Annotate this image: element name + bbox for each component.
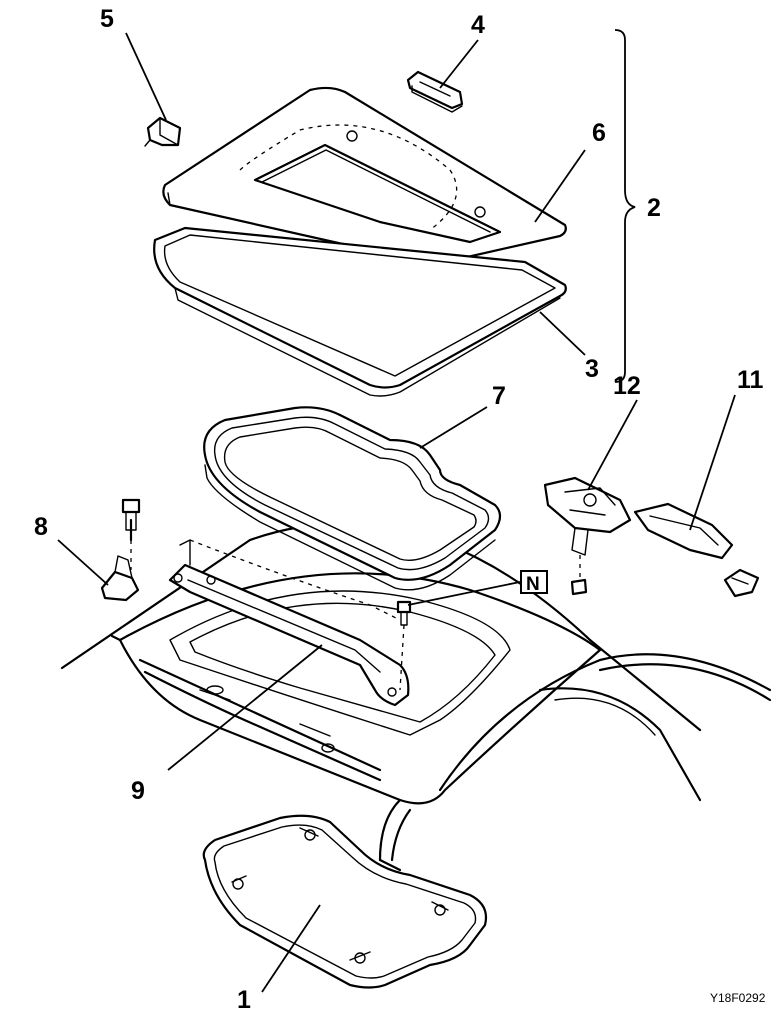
callout-8: 8: [34, 513, 48, 541]
bracket-part-8: [100, 498, 141, 602]
marker-n: N: [520, 570, 548, 595]
glass-panel: [162, 86, 567, 281]
callout-6: 6: [592, 119, 606, 147]
callout-9: 9: [131, 777, 145, 805]
callout-7: 7: [492, 382, 506, 410]
cover-part-11: [633, 502, 760, 598]
roof-body: [60, 522, 772, 872]
callout-2: 2: [647, 194, 661, 222]
guide-rail: [168, 539, 410, 707]
callout-11: 11: [737, 366, 764, 394]
group-brace: [614, 29, 636, 383]
callout-4: 4: [471, 11, 485, 39]
clip-part-4: [406, 70, 464, 113]
glass-frame-seal: [153, 226, 567, 397]
callout-5: 5: [100, 5, 114, 33]
sunshade-panel: [202, 814, 488, 989]
motor-unit-part-12: [543, 476, 632, 596]
callout-12: 12: [613, 372, 641, 400]
bolt-n: [396, 600, 412, 691]
figure-code: Y18F0292: [710, 991, 766, 1005]
sunroof-gasket: [203, 406, 502, 591]
leader-lines: [57, 32, 736, 993]
callout-1: 1: [237, 986, 251, 1014]
callout-3: 3: [585, 355, 599, 383]
marker-n-label: N: [526, 574, 540, 595]
bracket-part-5: [144, 116, 182, 147]
